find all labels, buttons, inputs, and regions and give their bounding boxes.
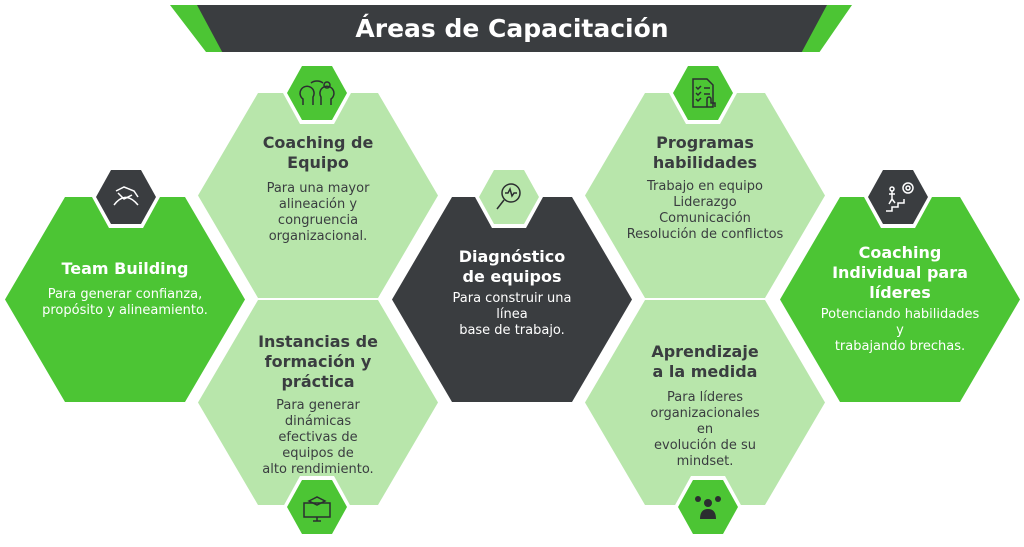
area-instancias-formacion: Instancias de formación y práctica Para … — [198, 300, 438, 505]
area-title: Coaching Individual para líderes — [832, 243, 968, 302]
area-title: Programas habilidades — [652, 133, 758, 172]
area-title: Team Building — [61, 259, 189, 278]
area-diagnostico: Diagnóstico de equipos Para construir un… — [392, 197, 632, 402]
heads-exchange-icon — [283, 62, 351, 124]
area-title: Coaching de Equipo — [262, 133, 374, 172]
area-title: Aprendizaje a la medida — [651, 342, 759, 381]
area-title: Diagnóstico de equipos — [458, 247, 566, 286]
area-title: Instancias de formación y práctica — [258, 332, 378, 391]
area-description: Para generar confianza,propósito y aline… — [42, 287, 208, 318]
title-banner: Áreas de Capacitación — [197, 5, 827, 52]
page-title: Áreas de Capacitación — [355, 14, 669, 43]
magnifier-chart-icon — [475, 166, 543, 228]
